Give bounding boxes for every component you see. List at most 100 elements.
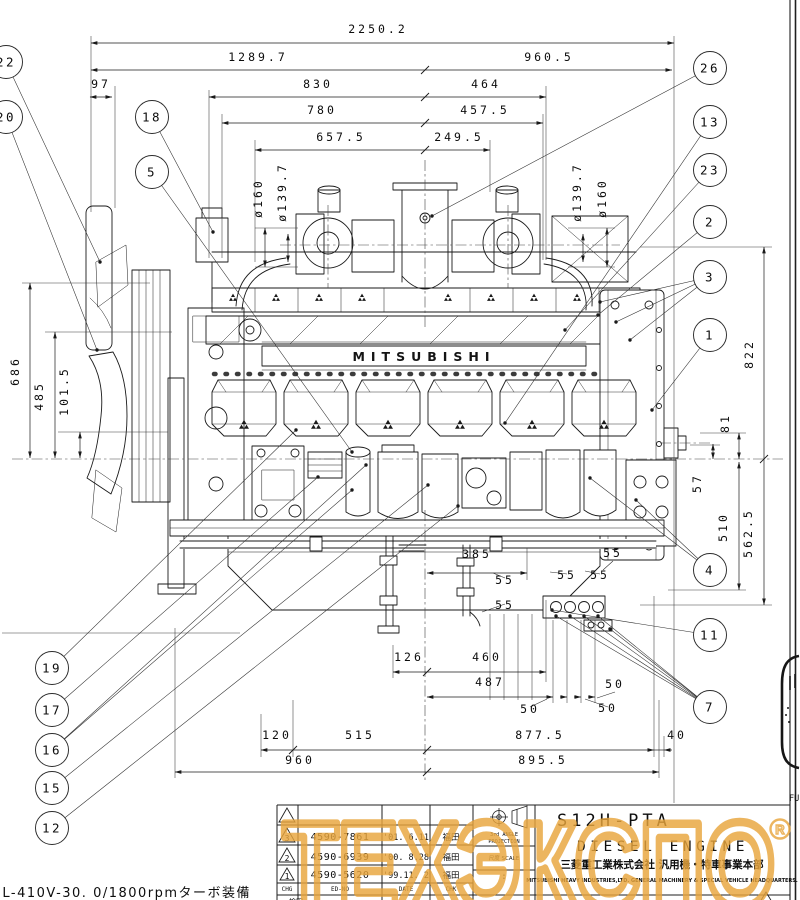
dimension-label: 780 (307, 103, 337, 117)
svg-text:23: 23 (700, 163, 720, 178)
callout-balloon-5 (135, 155, 169, 189)
dimension-label: 97 (91, 77, 111, 91)
engine-side-view (85, 182, 687, 634)
rev-mark: 3 (285, 834, 290, 843)
injection-pump (509, 451, 543, 511)
callout-balloon-16 (35, 733, 69, 767)
dimension-label: 101.5 (57, 366, 71, 416)
edge-stamp (780, 654, 800, 770)
watermark-text: ТЕХЭКСПО (283, 798, 775, 900)
dimension-label: 877.5 (515, 728, 565, 742)
dimension-label: 460 (472, 650, 502, 664)
callout-balloon-3 (693, 260, 727, 294)
revision-table: 3 2 1 4590-7861 4590-6939 4590-5620 '01.… (282, 832, 460, 900)
front-foot (157, 583, 197, 595)
dimension-label: ø139.7 (570, 162, 584, 222)
fan-blade-lower (86, 351, 128, 495)
company-name-jp: 三菱重工業株式会社 汎用機・特車事業本部 (560, 858, 764, 871)
right-edge-label: FU (789, 794, 799, 804)
dimension-label: 515 (345, 728, 375, 742)
dimension-label: 55 (603, 546, 623, 560)
dimension-label: 55 (557, 568, 577, 582)
title-block: 3 2 1 4590-7861 4590-6939 4590-5620 '01.… (276, 804, 798, 900)
svg-text:19: 19 (42, 661, 62, 676)
dimension-label: 2250.2 (348, 22, 408, 36)
dimension-label: 830 (303, 77, 333, 91)
rev-edno: 4590-6939 (311, 852, 370, 863)
dimension-label: 385 (462, 547, 492, 561)
crank-pulley (131, 269, 171, 503)
flywheel-housing (599, 289, 687, 561)
projection-symbol (490, 805, 528, 829)
svg-text:1: 1 (705, 328, 715, 343)
port-bracket (542, 595, 613, 632)
svg-text:18: 18 (142, 110, 162, 125)
callout-balloon-20 (0, 100, 23, 134)
dimension-lines (28, 41, 769, 777)
rev-edno: 4590-7861 (311, 832, 370, 843)
rev-edno: 4590-5620 (311, 870, 370, 881)
rev-header-chg: CHG (282, 886, 293, 893)
svg-text:5: 5 (147, 165, 157, 180)
callout-balloon-23 (693, 153, 727, 187)
scale-label: 尺度 SCALE (489, 854, 520, 862)
dimension-label: 81 (718, 413, 732, 433)
model-number: S12H-PTA (557, 811, 671, 831)
rev-header-edno: ED-NO (331, 886, 349, 893)
dimension-label: 686 (8, 356, 22, 386)
small-dim-leaders (481, 560, 616, 708)
registered-letter: R (775, 822, 785, 837)
callout-balloon-15 (35, 771, 69, 805)
callout-balloon-22 (0, 45, 23, 79)
callout-balloon-7 (693, 690, 727, 724)
front-mount (167, 377, 185, 589)
dimension-label: 657.5 (316, 130, 366, 144)
dimension-labels: 2250.2 1289.7 960.5 97 830 464 780 457.5 657.5 2 4… (8, 22, 756, 767)
dimension-label: 50 (520, 702, 540, 716)
svg-text:26: 26 (700, 61, 720, 76)
dimension-label: 464 (471, 77, 501, 91)
air-box (551, 215, 629, 283)
fuel-drain (456, 544, 481, 627)
footer-partial: 検図 (289, 897, 303, 900)
dimension-label: 562.5 (741, 508, 755, 558)
callout-balloon-19 (35, 651, 69, 685)
callout-balloon-4 (693, 553, 727, 587)
rev-date: '01. 6.11 (383, 833, 429, 843)
rev-header-date: DATE (399, 886, 414, 893)
product-name: DIESEL ENGINE (577, 839, 749, 855)
svg-text:16: 16 (42, 743, 62, 758)
dimension-label: 487 (475, 675, 505, 689)
svg-text:4: 4 (705, 563, 715, 578)
dimension-label: 960 (285, 753, 315, 767)
svg-text:2: 2 (705, 215, 715, 230)
projection-label-1: 3rd ANGLE (490, 832, 518, 838)
dimension-label: 126 (394, 650, 424, 664)
dimension-label: 1289.7 (228, 50, 288, 64)
callout-balloon-26 (693, 51, 727, 85)
dimension-label: ø160 (251, 178, 265, 218)
callout-balloons: 222018526132323141171917161512 (0, 45, 727, 845)
svg-text:13: 13 (700, 115, 720, 130)
oil-filter (421, 453, 459, 519)
turbocharger-left (295, 185, 395, 275)
rev-date: '99.11. 2 (383, 871, 429, 881)
svg-text:3: 3 (705, 270, 715, 285)
dimension-label: 960.5 (524, 50, 574, 64)
dimension-label: 40 (667, 728, 687, 742)
dimension-label: 50 (605, 677, 625, 691)
dimension-label: 510 (716, 512, 730, 542)
rev-date: '00. 8.28 (383, 853, 429, 863)
dimension-label: 457.5 (460, 103, 510, 117)
brand-banner (261, 345, 587, 367)
svg-text:20: 20 (0, 110, 16, 125)
dimension-label: 50 (598, 701, 618, 715)
callout-balloon-2 (693, 205, 727, 239)
svg-text:11: 11 (700, 628, 720, 643)
scale-value: : (501, 872, 506, 882)
idler (238, 318, 262, 342)
dimension-label: ø160 (595, 178, 609, 218)
dimension-label: 822 (742, 339, 756, 369)
sheet-border (789, 0, 797, 900)
registered-icon (769, 818, 791, 840)
